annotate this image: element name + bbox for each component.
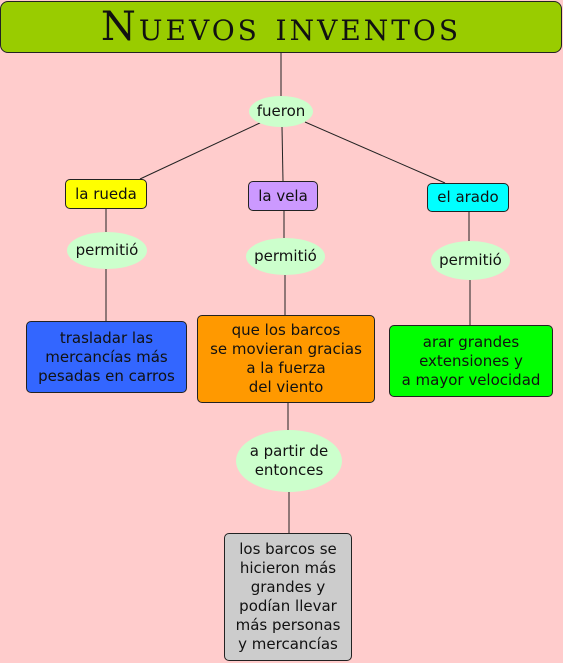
concept-arar-extensiones: arar grandes extensiones y a mayor veloc… xyxy=(389,325,553,397)
concept-el-arado: el arado xyxy=(427,183,509,212)
link-a-partir-de-entonces: a partir de entonces xyxy=(236,430,342,492)
line-fueron-rueda xyxy=(139,121,263,180)
concept-trasladar-mercancias: trasladar las mercancías más pesadas en … xyxy=(26,321,187,393)
link-permitio-arado: permitió xyxy=(431,241,510,280)
link-permitio-rueda: permitió xyxy=(67,232,147,269)
link-fueron: fueron xyxy=(249,96,313,127)
map-title: Nuevos inventos xyxy=(0,1,562,53)
link-permitio-vela: permitió xyxy=(246,238,325,275)
line-fueron-arado xyxy=(304,121,446,184)
concept-la-rueda: la rueda xyxy=(65,179,147,209)
concept-barcos-mas-grandes: los barcos se hicieron más grandes y pod… xyxy=(224,533,352,661)
line-fueron-vela xyxy=(281,126,284,182)
concept-la-vela: la vela xyxy=(248,181,318,211)
concept-barcos-viento: que los barcos se movieran gracias a la … xyxy=(197,315,375,403)
